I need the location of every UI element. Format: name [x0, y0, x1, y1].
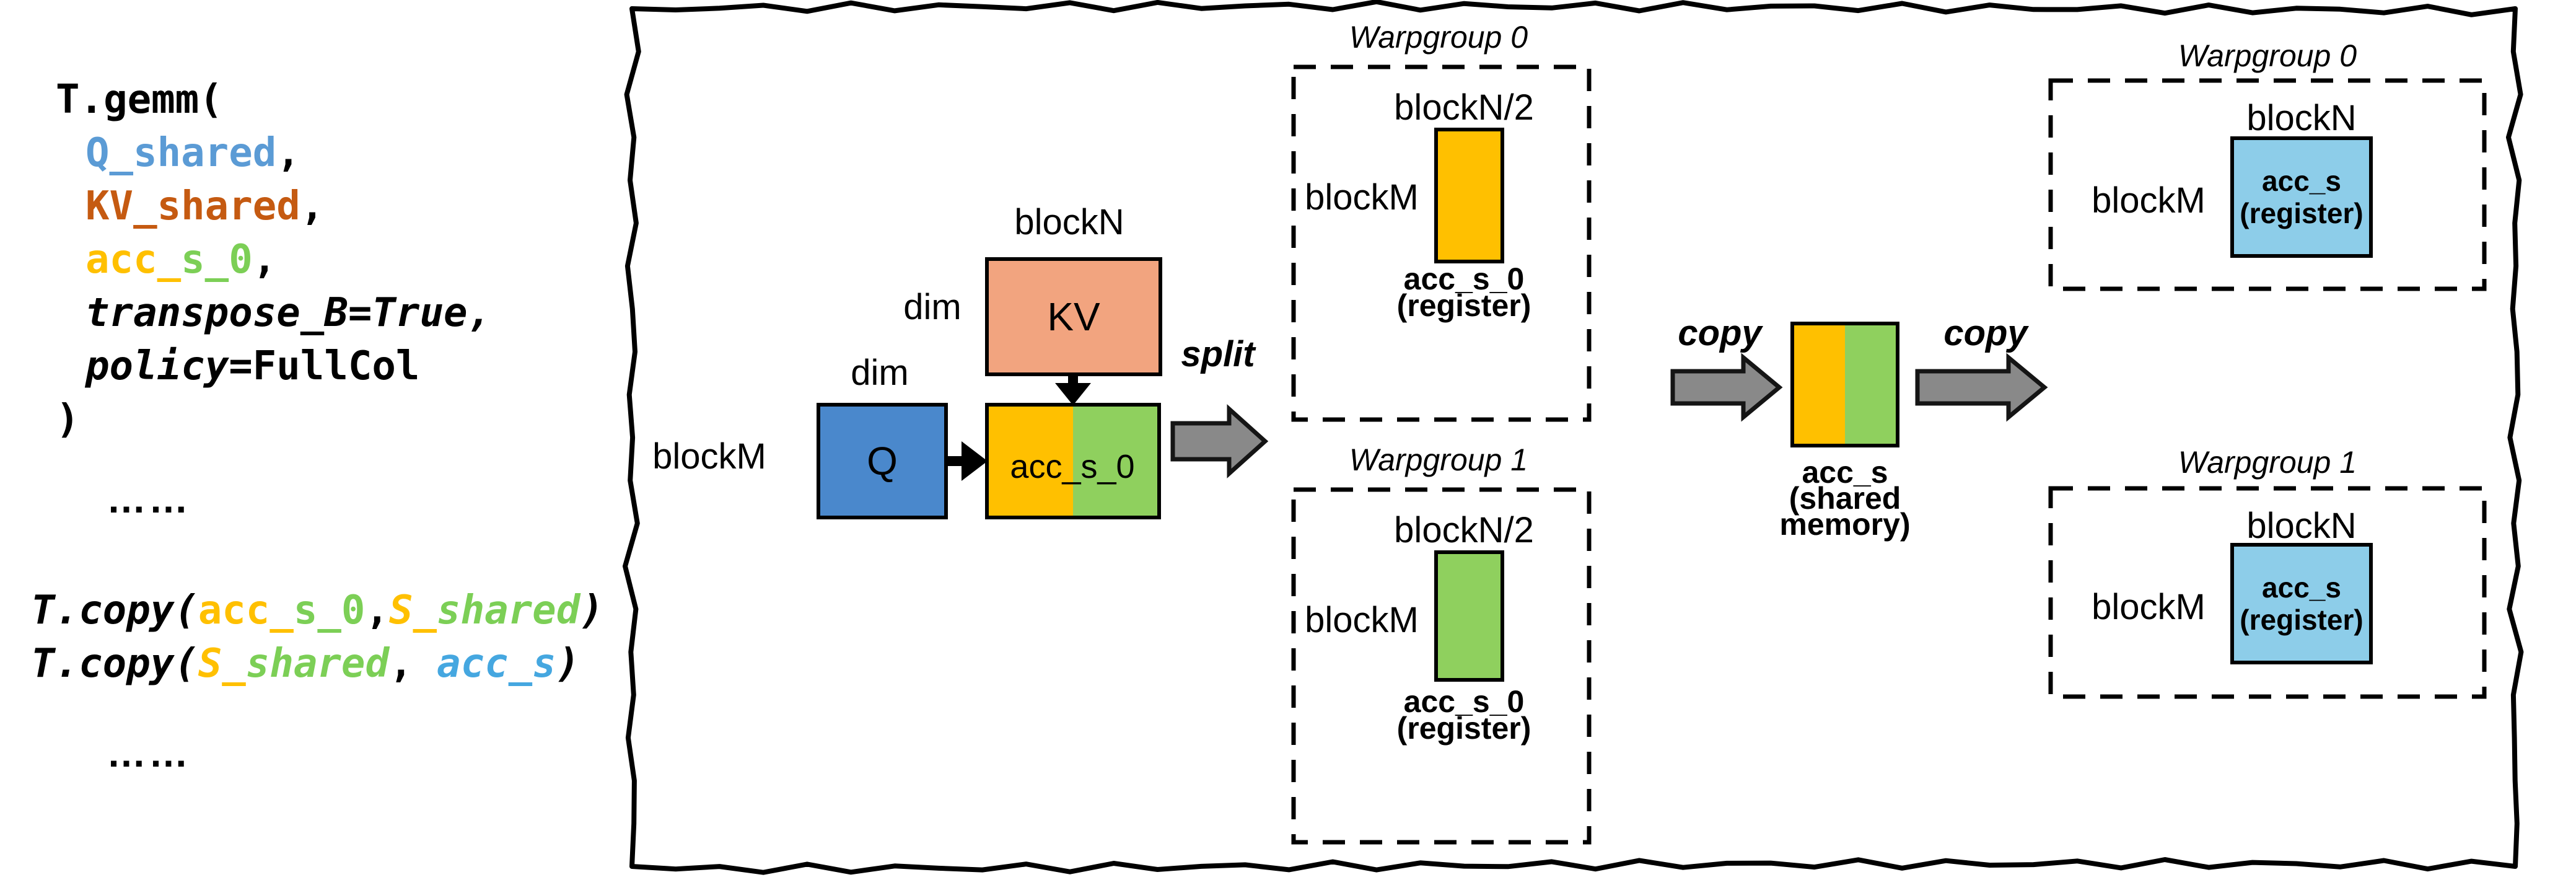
code-segment: ,: [300, 183, 325, 229]
acc-s-shared-name: acc_s: [1802, 455, 1888, 490]
blockn2-label-wg0: blockN/2: [1394, 87, 1534, 128]
code-segment: acc_s: [437, 641, 556, 687]
shared-green-half: [1845, 325, 1896, 444]
code-segment: Q_shared: [85, 130, 277, 176]
split-arrow: [1170, 404, 1269, 478]
blockm-label-wg1: blockM: [1305, 600, 1419, 640]
copy-arrow-right: [1915, 353, 2048, 422]
copy-arrow-left: [1670, 353, 1783, 422]
warpgroup1-register-rect: [1434, 550, 1504, 682]
code-gemm-call: T.gemm(Q_shared,KV_shared,acc_s_0,transp…: [56, 73, 491, 446]
code-segment: ): [56, 397, 80, 442]
acc-s-0-register-name-wg0: acc_s_0: [1403, 262, 1525, 296]
split-label: split: [1181, 334, 1255, 374]
acc-s-label: acc_s: [2262, 165, 2341, 197]
kv-matrix-box: KV: [985, 257, 1162, 376]
code-segment: S_: [198, 641, 246, 687]
acc-s-shared-memory-box: [1790, 322, 1899, 447]
code-segment: shared: [245, 641, 389, 687]
shared-memory-caption-2: memory): [1779, 507, 1911, 542]
code-line: T.copy(acc_s_0,S_shared): [31, 584, 604, 637]
blockm-label-gemm: blockM: [652, 436, 766, 477]
code-segment: ,: [388, 641, 437, 687]
warpgroup0-register-rect: [1434, 128, 1504, 263]
blockn-label-gemm: blockN: [1014, 202, 1124, 242]
acc-s-0-register-name-wg1: acc_s_0: [1403, 684, 1525, 719]
code-segment: ): [580, 588, 604, 633]
code-ellipsis-top: ……: [107, 477, 191, 521]
warpgroup1-right-title: Warpgroup 1: [2178, 445, 2357, 480]
code-segment: ): [556, 641, 580, 687]
acc-s-0-box-label: acc_s_0: [1010, 448, 1135, 485]
code-segment: T.gemm(: [56, 77, 223, 123]
code-line: acc_s_0,: [56, 233, 491, 286]
blockm-label-right-wg1: blockM: [2092, 587, 2206, 627]
copy-label-left: copy: [1678, 313, 1762, 353]
warpgroup1-title: Warpgroup 1: [1349, 442, 1528, 477]
copy-label-right: copy: [1943, 313, 2028, 353]
code-ellipsis-bottom: ……: [107, 731, 191, 775]
code-segment: transpose_B=True,: [85, 290, 492, 336]
code-copy-calls: T.copy(acc_s_0,S_shared)T.copy(S_shared,…: [31, 584, 604, 690]
blockn-label-right-wg1: blockN: [2246, 506, 2357, 546]
code-segment: ,: [365, 588, 389, 633]
code-line: Q_shared,: [56, 126, 491, 180]
code-segment: KV_shared: [85, 183, 300, 229]
q-matrix-box: Q: [817, 403, 948, 519]
dim-label-kv: dim: [903, 287, 962, 327]
register-label: (register): [2240, 604, 2364, 636]
dim-label-q: dim: [851, 353, 909, 393]
code-segment: T.copy(: [31, 641, 198, 687]
code-segment: ,: [276, 130, 300, 176]
blockn-label-right-wg0: blockN: [2246, 98, 2357, 138]
acc-s-label: acc_s: [2262, 571, 2341, 604]
code-line: KV_shared,: [56, 180, 491, 233]
blockm-label-wg0: blockM: [1305, 177, 1419, 218]
warpgroup1-acc-s-register-rect: acc_s (register): [2230, 543, 2373, 664]
register-caption-wg0: (register): [1396, 288, 1531, 323]
q-to-acc-arrow-head: [962, 441, 988, 481]
blockm-label-right-wg0: blockM: [2092, 180, 2206, 221]
shared-memory-caption-1: (shared: [1789, 481, 1901, 516]
code-segment: T.copy(: [31, 588, 198, 633]
code-segment: shared: [437, 588, 580, 633]
register-caption-wg1: (register): [1396, 711, 1531, 746]
code-line: ): [56, 393, 491, 446]
code-segment: s_0: [293, 588, 366, 633]
code-line: T.copy(S_shared, acc_s): [31, 637, 604, 690]
shared-gold-half: [1794, 325, 1845, 444]
warpgroup0-acc-s-register-rect: acc_s (register): [2230, 136, 2373, 258]
code-segment: acc_: [85, 237, 182, 283]
code-line: policy=FullCol: [56, 340, 491, 393]
code-segment: policy: [85, 343, 229, 389]
warpgroup0-right-title: Warpgroup 0: [2178, 38, 2357, 73]
code-segment: s_0: [181, 237, 253, 283]
kv-to-acc-arrow-head: [1055, 383, 1091, 405]
code-segment: S_: [388, 588, 437, 633]
code-segment: ,: [252, 237, 277, 283]
register-label: (register): [2240, 197, 2364, 229]
code-segment: acc_: [198, 588, 294, 633]
code-line: T.gemm(: [56, 73, 491, 126]
warpgroup0-title: Warpgroup 0: [1349, 20, 1528, 55]
code-segment: =FullCol: [229, 343, 420, 389]
code-line: transpose_B=True,: [56, 286, 491, 340]
blockn2-label-wg1: blockN/2: [1394, 510, 1534, 550]
